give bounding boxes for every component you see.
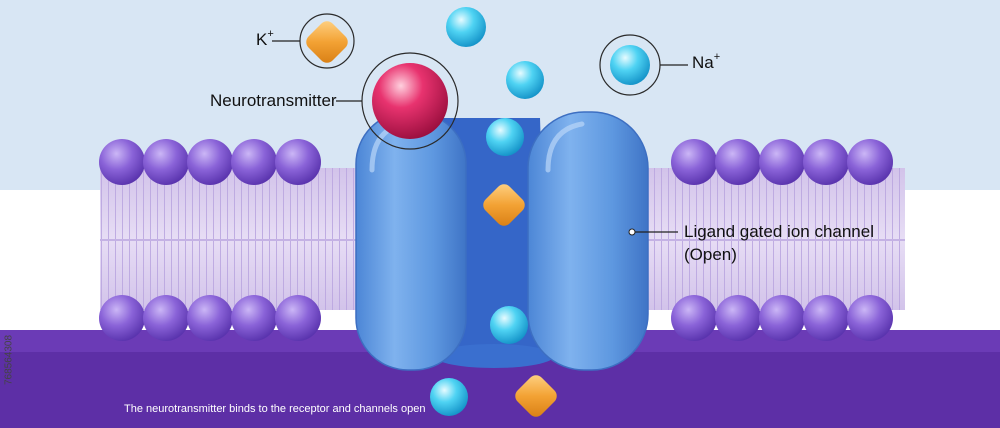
phospholipid-heads-bottom [99, 295, 893, 341]
channel-label-line1: Ligand gated ion channel [684, 222, 874, 241]
stock-id: 768564308 [0, 300, 18, 420]
phospholipid-head [99, 139, 145, 185]
phospholipid-head [759, 295, 805, 341]
phospholipid-heads-top [99, 139, 893, 185]
caption: The neurotransmitter binds to the recept… [124, 403, 426, 415]
sodium-symbol: Na [692, 53, 714, 72]
phospholipid-head [187, 139, 233, 185]
sodium-ion [486, 118, 524, 156]
stock-id-text: 768564308 [3, 334, 15, 386]
channel-highlight-right [545, 121, 585, 173]
sodium-ion [490, 306, 528, 344]
sodium-ion [446, 7, 486, 47]
phospholipid-head [803, 295, 849, 341]
phospholipid-head [143, 295, 189, 341]
neurotransmitter-label: Neurotransmitter [210, 91, 337, 110]
phospholipid-head [143, 139, 189, 185]
channel-leader-dot [628, 228, 636, 236]
sodium-ion [506, 61, 544, 99]
sodium-charge: + [713, 51, 721, 63]
sodium-ion [430, 378, 468, 416]
potassium-label: K+ [256, 28, 274, 50]
phospholipid-head [275, 295, 321, 341]
potassium-ion [515, 375, 557, 417]
channel-label-line2: (Open) [684, 245, 737, 264]
sodium-ions [430, 7, 661, 416]
phospholipid-head [715, 139, 761, 185]
potassium-ion-legend [306, 21, 348, 63]
potassium-ion [483, 184, 525, 226]
phospholipid-head [275, 139, 321, 185]
potassium-ions [299, 13, 557, 417]
neurotransmitter-molecule [372, 63, 448, 139]
neurotransmitter [361, 52, 459, 150]
sodium-ion-legend [610, 45, 650, 85]
phospholipid-head [231, 295, 277, 341]
phospholipid-head [671, 295, 717, 341]
phospholipid-head [847, 139, 893, 185]
phospholipid-head [99, 295, 145, 341]
phospholipid-head [187, 295, 233, 341]
potassium-symbol: K [256, 30, 268, 49]
phospholipid-head [847, 295, 893, 341]
channel-pore-bottom [434, 344, 554, 368]
potassium-charge: + [267, 28, 274, 40]
sodium-label: Na+ [692, 51, 721, 73]
phospholipid-head [759, 139, 805, 185]
phospholipid-head [231, 139, 277, 185]
phospholipid-head [715, 295, 761, 341]
phospholipid-head [803, 139, 849, 185]
ion-channel [355, 111, 649, 371]
channel-subunit-right [527, 111, 649, 371]
phospholipid-head [671, 139, 717, 185]
